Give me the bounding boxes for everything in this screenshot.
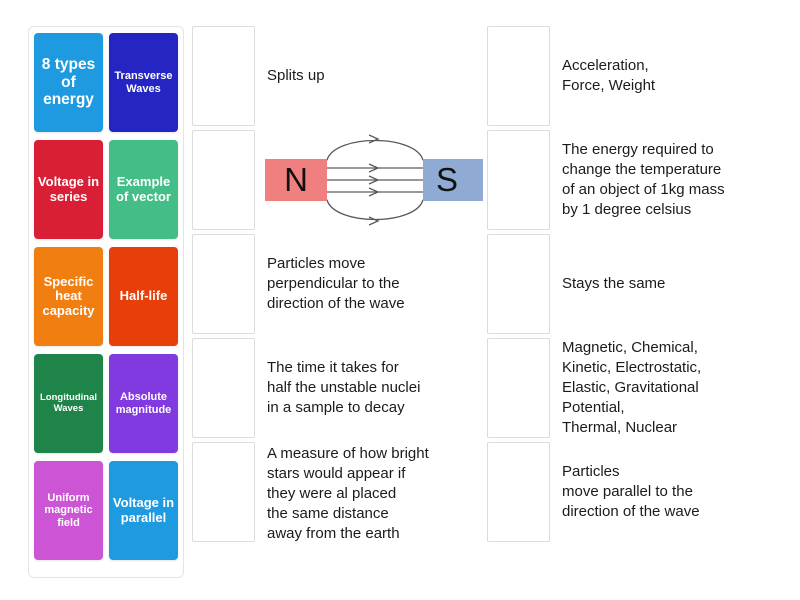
answer-text: The time it takes for half the unstable … <box>267 358 421 417</box>
answer-text: The energy required to change the temper… <box>562 140 725 219</box>
match-row: N S <box>192 130 497 234</box>
match-row: Stays the same <box>487 234 792 338</box>
match-row: Particles move parallel to the direction… <box>487 442 792 546</box>
south-pole-block <box>423 159 483 201</box>
drop-target[interactable] <box>487 442 550 542</box>
tile-panel: 8 types of energy Transverse Waves Volta… <box>28 26 184 578</box>
answer-text: Magnetic, Chemical, Kinetic, Electrostat… <box>562 339 702 437</box>
drop-target[interactable] <box>192 338 255 438</box>
tile-specific-heat-capacity[interactable]: Specific heat capacity <box>34 247 103 346</box>
match-row: The time it takes for half the unstable … <box>192 338 497 442</box>
drop-target[interactable] <box>487 338 550 438</box>
tile-label: Voltage in parallel <box>112 494 175 525</box>
north-pole-label: N <box>284 161 308 198</box>
tile-label: Half-life <box>119 288 168 304</box>
answer-text: A measure of how bright stars would appe… <box>267 445 429 543</box>
answer-text: Particles move parallel to the direction… <box>562 462 700 521</box>
right-answer-column: Acceleration, Force, Weight The energy r… <box>487 26 792 546</box>
middle-answer-column: Splits up <box>192 26 497 546</box>
tile-label: Longitudinal Waves <box>40 391 97 414</box>
match-row: Acceleration, Force, Weight <box>487 26 792 130</box>
tile-transverse-waves[interactable]: Transverse Waves <box>109 33 178 132</box>
answer-text: Acceleration, Force, Weight <box>562 56 656 94</box>
tile-label: Uniform magnetic field <box>44 492 93 529</box>
tile-uniform-magnetic-field[interactable]: Uniform magnetic field <box>34 461 103 560</box>
tile-voltage-in-series[interactable]: Voltage in series <box>34 140 103 239</box>
magnetic-field-diagram-icon: N S <box>265 134 483 226</box>
drop-target[interactable] <box>487 130 550 230</box>
tile-8-types-of-energy[interactable]: 8 types of energy <box>34 33 103 132</box>
tile-label: Specific heat capacity <box>42 273 95 318</box>
drop-target[interactable] <box>192 26 255 126</box>
match-row: Magnetic, Chemical, Kinetic, Electrostat… <box>487 338 792 442</box>
tile-longitudinal-waves[interactable]: Longitudinal Waves <box>34 354 103 453</box>
magnet-figure: N S <box>255 130 497 230</box>
tile-half-life[interactable]: Half-life <box>109 247 178 346</box>
tile-absolute-magnitude[interactable]: Absolute magnitude <box>109 354 178 453</box>
tile-label: Example of vector <box>116 173 171 204</box>
drop-target[interactable] <box>192 130 255 230</box>
drop-target[interactable] <box>487 26 550 126</box>
answer-text: Particles move perpendicular to the dire… <box>267 254 405 313</box>
match-row: Splits up <box>192 26 497 130</box>
south-pole-label: S <box>436 161 458 198</box>
answer-text: Stays the same <box>562 274 666 292</box>
answer-text: Splits up <box>267 66 325 84</box>
match-row: A measure of how bright stars would appe… <box>192 442 497 546</box>
match-row: The energy required to change the temper… <box>487 130 792 234</box>
tile-label: Transverse Waves <box>114 70 173 95</box>
tile-label: Absolute magnitude <box>115 391 172 416</box>
tile-label: 8 types of energy <box>41 56 96 109</box>
tile-example-of-vector[interactable]: Example of vector <box>109 140 178 239</box>
tile-voltage-in-parallel[interactable]: Voltage in parallel <box>109 461 178 560</box>
drop-target[interactable] <box>487 234 550 334</box>
tile-label: Voltage in series <box>37 173 100 204</box>
north-pole-block <box>265 159 327 201</box>
drop-target[interactable] <box>192 442 255 542</box>
match-row: Particles move perpendicular to the dire… <box>192 234 497 338</box>
drop-target[interactable] <box>192 234 255 334</box>
